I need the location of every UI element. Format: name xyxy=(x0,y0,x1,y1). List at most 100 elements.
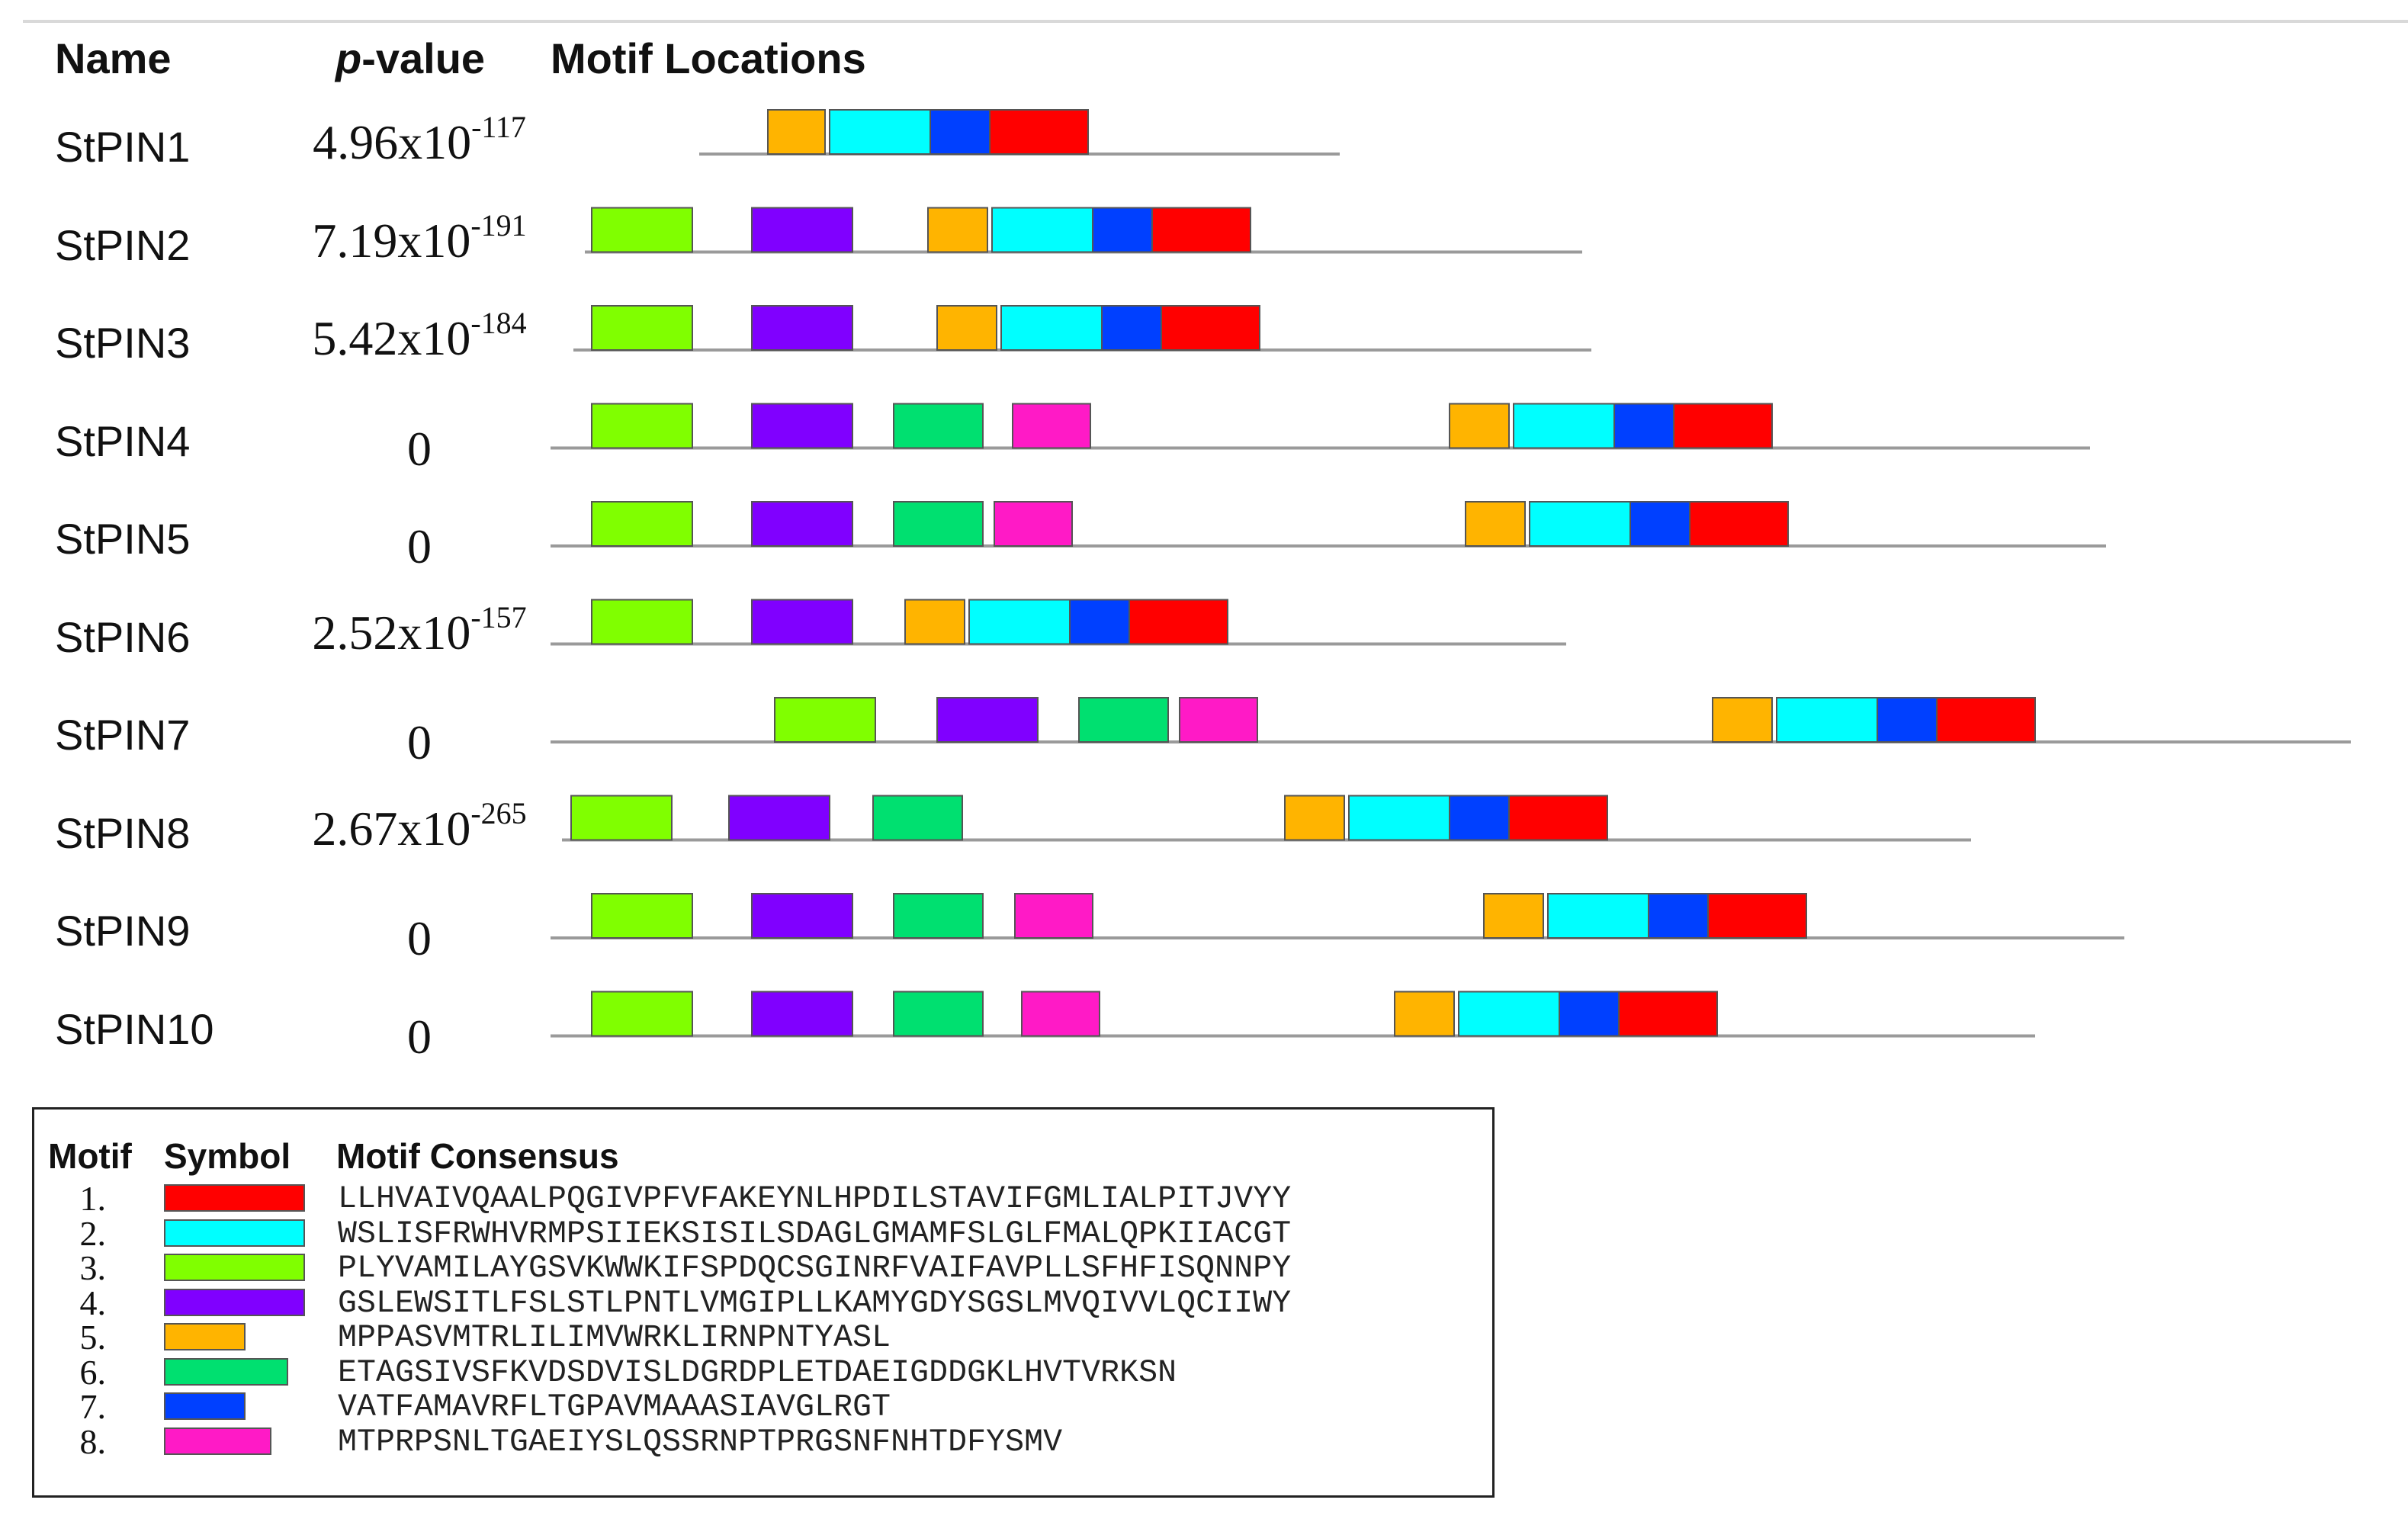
legend-motif-6-symbol xyxy=(164,1357,288,1386)
motif-4-block xyxy=(728,795,830,841)
legend-motif-number: 6. xyxy=(79,1352,107,1392)
motif-3-block xyxy=(591,501,693,547)
motif-2-block xyxy=(1529,501,1631,547)
top-divider xyxy=(23,20,2408,23)
legend-motif-consensus: GSLEWSITLFSLSTLPNTLVMGIPLLKAMYGDYSGSLMVQ… xyxy=(338,1285,1292,1321)
legend-motif-8-symbol xyxy=(164,1427,271,1455)
legend-motif-consensus: LLHVAIVQAALPQGIVPFVFAKEYNLHPDILSTAVIFGML… xyxy=(338,1181,1292,1217)
motif-8-block xyxy=(1012,403,1091,449)
motif-6-block xyxy=(893,403,984,449)
row-pvalue: 5.42x10-184 xyxy=(267,308,572,367)
motif-7-block xyxy=(1101,305,1162,351)
motif-2-block xyxy=(1348,795,1450,841)
row-pvalue: 0 xyxy=(267,421,572,477)
row-pvalue: 0 xyxy=(267,715,572,771)
motif-8-block xyxy=(1021,991,1100,1037)
motif-5-block xyxy=(1394,991,1455,1037)
row-name: StPIN5 xyxy=(55,515,191,563)
legend-motif-consensus: PLYVAMILAYGSVKWWKIFSPDQCSGINRFVAIFAVPLLS… xyxy=(338,1251,1292,1286)
motif-1-block xyxy=(1129,599,1228,645)
row-pvalue-base: 2.52x10 xyxy=(312,605,471,660)
legend-motif-number: 3. xyxy=(79,1248,107,1287)
row-pvalue: 2.67x10-265 xyxy=(267,798,572,857)
motif-3-block xyxy=(591,305,693,351)
motif-8-block xyxy=(1014,893,1093,939)
row-name: StPIN6 xyxy=(55,612,191,661)
motif-8-block xyxy=(1179,697,1258,743)
legend: Motif Symbol Motif Consensus 1.LLHVAIVQA… xyxy=(32,1107,1495,1498)
motif-1-block xyxy=(1151,207,1251,253)
motif-2-block xyxy=(1547,893,1649,939)
legend-motif-3-symbol xyxy=(164,1254,305,1281)
motif-3-block xyxy=(591,403,693,449)
row-pvalue-base: 0 xyxy=(407,421,432,476)
motif-1-block xyxy=(1618,991,1718,1037)
row-name: StPIN7 xyxy=(55,711,191,759)
motif-7-block xyxy=(929,109,990,155)
motif-3-block xyxy=(591,893,693,939)
motif-4-block xyxy=(751,991,853,1037)
motif-4-block xyxy=(751,599,853,645)
motif-7-block xyxy=(1069,599,1130,645)
row-pvalue: 2.52x10-157 xyxy=(267,602,572,661)
motif-2-block xyxy=(991,207,1093,253)
motif-7-block xyxy=(1648,893,1709,939)
motif-7-block xyxy=(1877,697,1938,743)
row-name: StPIN9 xyxy=(55,907,191,955)
motif-6-block xyxy=(1078,697,1169,743)
row-name: StPIN4 xyxy=(55,416,191,465)
motif-4-block xyxy=(751,893,853,939)
row-pvalue-exponent: -157 xyxy=(470,599,527,634)
motif-6-block xyxy=(893,501,984,547)
legend-motif-7-symbol xyxy=(164,1392,246,1420)
pvalue-header: p-value xyxy=(336,34,485,83)
row-pvalue-base: 4.96x10 xyxy=(313,115,472,169)
motif-1-block xyxy=(1673,403,1773,449)
motif-5-block xyxy=(1465,501,1526,547)
motif-5-block xyxy=(936,305,997,351)
row-pvalue: 0 xyxy=(267,1009,572,1065)
motif-1-block xyxy=(989,109,1089,155)
motif-4-block xyxy=(751,207,853,253)
row-pvalue: 4.96x10-117 xyxy=(267,112,572,171)
legend-motif-number: 4. xyxy=(79,1283,107,1322)
motif-7-block xyxy=(1613,403,1674,449)
row-pvalue-exponent: -184 xyxy=(470,306,527,340)
legend-motif-1-symbol xyxy=(164,1184,305,1212)
pvalue-header-rest: -value xyxy=(361,34,486,82)
row-pvalue: 0 xyxy=(267,519,572,575)
row-pvalue-base: 0 xyxy=(407,715,432,769)
motif-5-block xyxy=(1483,893,1544,939)
legend-motif-consensus: ETAGSIVSFKVDSDVISLDGRDPLETDAEIGDDGKLHVTV… xyxy=(338,1354,1177,1391)
motif-5-block xyxy=(904,599,965,645)
motif-2-block xyxy=(1776,697,1878,743)
legend-motif-consensus: WSLISFRWHVRMPSIIEKSISILSDAGLGMAMFSLGLFMA… xyxy=(338,1216,1292,1252)
legend-motif-number: 7. xyxy=(79,1387,107,1426)
legend-symbol-header: Symbol xyxy=(164,1136,291,1176)
motif-2-block xyxy=(829,109,931,155)
motif-7-block xyxy=(1629,501,1690,547)
motif-5-block xyxy=(1449,403,1510,449)
motif-6-block xyxy=(872,795,963,841)
row-pvalue-base: 5.42x10 xyxy=(312,311,471,365)
name-header: Name xyxy=(55,34,172,82)
legend-motif-consensus: MTPRPSNLTGAEIYSLQSSRNPTPRGSNFNHTDFYSMV xyxy=(338,1424,1063,1460)
motif-1-block xyxy=(1689,501,1789,547)
row-pvalue-exponent: -117 xyxy=(471,110,526,144)
row-pvalue-exponent: -191 xyxy=(470,207,527,242)
row-pvalue-base: 7.19x10 xyxy=(312,213,471,268)
row-name: StPIN3 xyxy=(55,319,191,367)
legend-motif-number: 8. xyxy=(79,1421,107,1461)
motif-1-block xyxy=(1161,305,1260,351)
motif-3-block xyxy=(774,697,876,743)
legend-motif-5-symbol xyxy=(164,1323,246,1350)
motif-tracks xyxy=(551,109,2351,1038)
legend-motif-consensus: VATFAMAVRFLTGPAVMAAASIAVGLRGT xyxy=(338,1389,891,1425)
motif-8-block xyxy=(994,501,1073,547)
legend-motif-4-symbol xyxy=(164,1288,305,1316)
motif-4-block xyxy=(936,697,1039,743)
motif-2-block xyxy=(968,599,1071,645)
row-pvalue-base: 0 xyxy=(407,911,432,965)
motif-7-block xyxy=(1449,795,1510,841)
